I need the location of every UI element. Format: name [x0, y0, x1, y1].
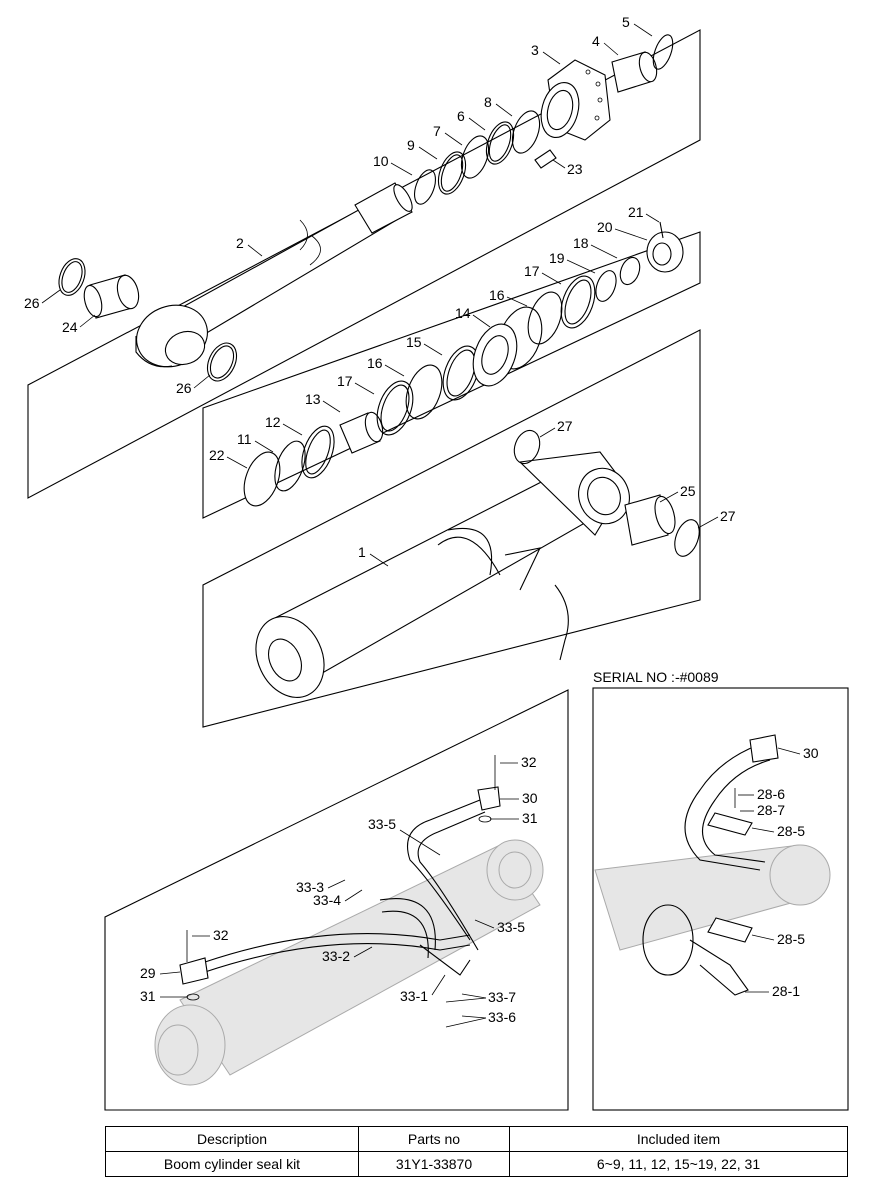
- cell-included: 6~9, 11, 12, 15~19, 22, 31: [509, 1151, 848, 1177]
- callout-23: 23: [567, 161, 583, 177]
- ring-27-right: [674, 519, 700, 557]
- screw-23: [534, 149, 557, 169]
- callout-15: 15: [406, 334, 422, 350]
- callout-19: 19: [549, 250, 565, 266]
- callout-12: 12: [265, 414, 281, 430]
- callout-d1-33-5-right: 33-5: [497, 919, 525, 935]
- callout-d1-33-4: 33-4: [313, 892, 341, 908]
- callout-27-right: 27: [720, 508, 736, 524]
- panel-piston-assembly: [202, 231, 701, 519]
- panel-tube-assembly: [202, 329, 701, 728]
- header-included: Included item: [509, 1126, 848, 1152]
- detail1-pipe: [179, 786, 501, 985]
- cylinder-tube: [255, 451, 630, 698]
- detail2-parts: [594, 734, 831, 996]
- bushing-24: [83, 274, 140, 319]
- callout-d2-28-7: 28-7: [757, 802, 785, 818]
- serial-note: SERIAL NO :-#0089: [593, 669, 719, 685]
- header-description: Description: [105, 1126, 359, 1152]
- callout-d1-32-left: 32: [213, 927, 229, 943]
- seal-rings-head: [413, 110, 541, 205]
- detail1-cylinder-ghost: [154, 839, 544, 1086]
- callout-26-right: 26: [176, 380, 192, 396]
- piston-rod: [135, 182, 413, 368]
- callout-d1-29: 29: [140, 965, 156, 981]
- detail-box-serial: [592, 687, 849, 1111]
- callout-20: 20: [597, 219, 613, 235]
- seal-kit-table: Description Parts no Included item Boom …: [105, 1126, 848, 1177]
- callout-11: 11: [237, 431, 252, 447]
- callout-24: 24: [62, 319, 78, 335]
- dust-seal-26-right: [206, 342, 238, 382]
- callout-26-left: 26: [24, 295, 40, 311]
- cell-description: Boom cylinder seal kit: [105, 1151, 359, 1177]
- table-header-row: Description Parts no Included item: [105, 1126, 848, 1152]
- callout-d1-32-top: 32: [521, 754, 537, 770]
- callout-d1-33-7: 33-7: [488, 989, 516, 1005]
- callout-22: 22: [209, 447, 225, 463]
- callout-10: 10: [373, 153, 389, 169]
- header-parts-no: Parts no: [358, 1126, 510, 1152]
- callout-d2-28-1: 28-1: [772, 983, 800, 999]
- table-row: Boom cylinder seal kit 31Y1-33870 6~9, 1…: [105, 1151, 848, 1177]
- callout-d1-33-2: 33-2: [322, 948, 350, 964]
- callout-d1-33-3: 33-3: [296, 879, 324, 895]
- callout-d1-33-1: 33-1: [400, 988, 428, 1004]
- callout-17-left: 17: [337, 373, 353, 389]
- panel-rod-assembly: [27, 29, 701, 499]
- callout-27-top: 27: [557, 418, 573, 434]
- callout-d1-31-left: 31: [140, 988, 156, 1004]
- callout-d1-33-6: 33-6: [488, 1009, 516, 1025]
- callout-14: 14: [455, 305, 471, 321]
- callout-21: 21: [628, 204, 644, 220]
- callout-7: 7: [433, 123, 441, 139]
- callout-17-right: 17: [524, 263, 540, 279]
- callout-d1-30: 30: [522, 790, 538, 806]
- detail-box-piping: [104, 689, 569, 1111]
- callout-16-right: 16: [489, 287, 505, 303]
- callout-5: 5: [622, 14, 630, 30]
- callout-1: 1: [358, 544, 366, 560]
- callout-d2-28-5-top: 28-5: [777, 823, 805, 839]
- callout-9: 9: [407, 137, 415, 153]
- callout-3: 3: [531, 42, 539, 58]
- callout-25: 25: [680, 483, 696, 499]
- callout-d2-28-6: 28-6: [757, 786, 785, 802]
- callout-d1-31-top: 31: [522, 810, 538, 826]
- callout-2: 2: [236, 235, 244, 251]
- callout-13: 13: [305, 391, 321, 407]
- ring-5: [652, 34, 674, 70]
- callout-18: 18: [573, 235, 589, 251]
- callout-d2-30: 30: [803, 745, 819, 761]
- dust-seal-26-left: [58, 258, 86, 296]
- cell-parts-no: 31Y1-33870: [358, 1151, 510, 1177]
- callout-d1-33-5-top: 33-5: [368, 816, 396, 832]
- callout-16-left: 16: [367, 355, 383, 371]
- piston-parts: [243, 221, 684, 507]
- callout-4: 4: [592, 33, 600, 49]
- callout-8: 8: [484, 94, 492, 110]
- callout-6: 6: [457, 108, 465, 124]
- callout-d2-28-5-bottom: 28-5: [777, 931, 805, 947]
- ring-27-top: [513, 429, 541, 465]
- rod-cover-3: [540, 59, 611, 141]
